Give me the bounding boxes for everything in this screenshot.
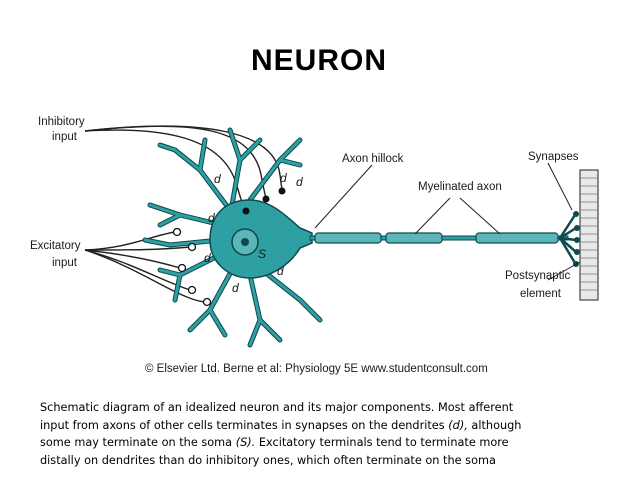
postsynaptic-label: Postsynaptic (505, 270, 570, 282)
dendrite-mark: d (296, 175, 303, 189)
caption-line: some may terminate on the soma (S). Exci… (40, 436, 509, 450)
dendrites-fill (143, 128, 322, 347)
excitatory-input-label: Excitatory (30, 240, 81, 252)
nucleolus (241, 238, 249, 246)
inhibitory-input-label-2: input (52, 131, 78, 143)
caption-line: Schematic diagram of an idealized neuron… (40, 401, 514, 414)
inhibitory-input-label: Inhibitory (38, 116, 85, 128)
dendrite-mark: d (280, 171, 287, 185)
dendrite-mark: d (277, 264, 284, 278)
synaptic-boutons (573, 211, 580, 267)
synapses-label: Synapses (528, 151, 579, 163)
leader-lines (314, 162, 581, 281)
postsynaptic-label-2: element (520, 288, 562, 300)
figure-credit: © Elsevier Ltd. Berne et al: Physiology … (145, 363, 488, 375)
excitatory-terminals (172, 227, 212, 307)
myelin-sheaths (314, 232, 559, 244)
figure-caption: Schematic diagram of an idealized neuron… (40, 399, 606, 469)
inhibitory-terminals (242, 187, 286, 215)
caption-line: input from axons of other cells terminat… (40, 418, 522, 432)
dendrite-mark: d (204, 251, 211, 265)
axon-hillock-label: Axon hillock (342, 153, 404, 165)
dendrite-mark: d (232, 281, 239, 295)
caption-line: distally on dendrites than do inhibitory… (40, 453, 496, 467)
soma (209, 199, 313, 279)
excitatory-input-lines (84, 231, 206, 303)
myelinated-axon-label: Myelinated axon (418, 181, 502, 193)
excitatory-input-label-2: input (52, 257, 78, 269)
postsynaptic-element (579, 169, 599, 301)
dendrite-mark: d (208, 211, 215, 225)
dendrite-mark: d (214, 172, 221, 186)
axon-terminals (558, 213, 578, 265)
soma-mark: S (258, 247, 266, 261)
page-title: NEURON (250, 44, 387, 77)
